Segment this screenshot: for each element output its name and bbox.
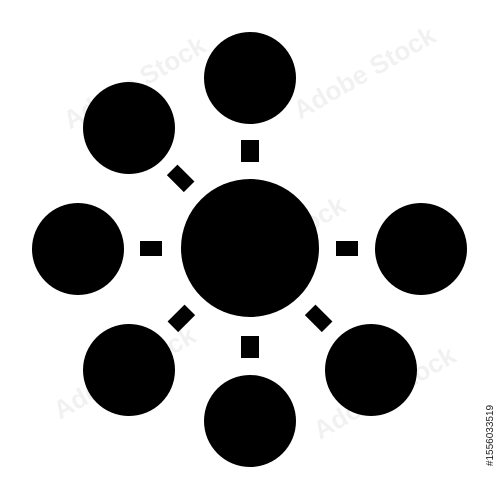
satellite-node-right [375,203,467,295]
satellite-node-top [204,32,296,124]
satellite-node-bottom [204,375,296,467]
satellite-node-top-left [83,82,175,174]
connector-bottom-left [167,304,196,333]
watermark-text: Adobe Stock [288,19,441,125]
connector-left [140,241,162,256]
connector-bottom-right [304,304,333,333]
satellite-node-left [32,203,124,295]
hub-node [181,179,319,317]
satellite-node-bottom-right [325,324,417,416]
connector-right [336,241,358,256]
connector-top [241,140,259,162]
stock-id-text: #1556033519 [485,404,497,466]
connector-top-left [166,164,195,193]
connector-bottom [241,336,259,358]
satellite-node-bottom-left [83,324,175,416]
stock-id-label: #1556033519 [484,380,498,490]
